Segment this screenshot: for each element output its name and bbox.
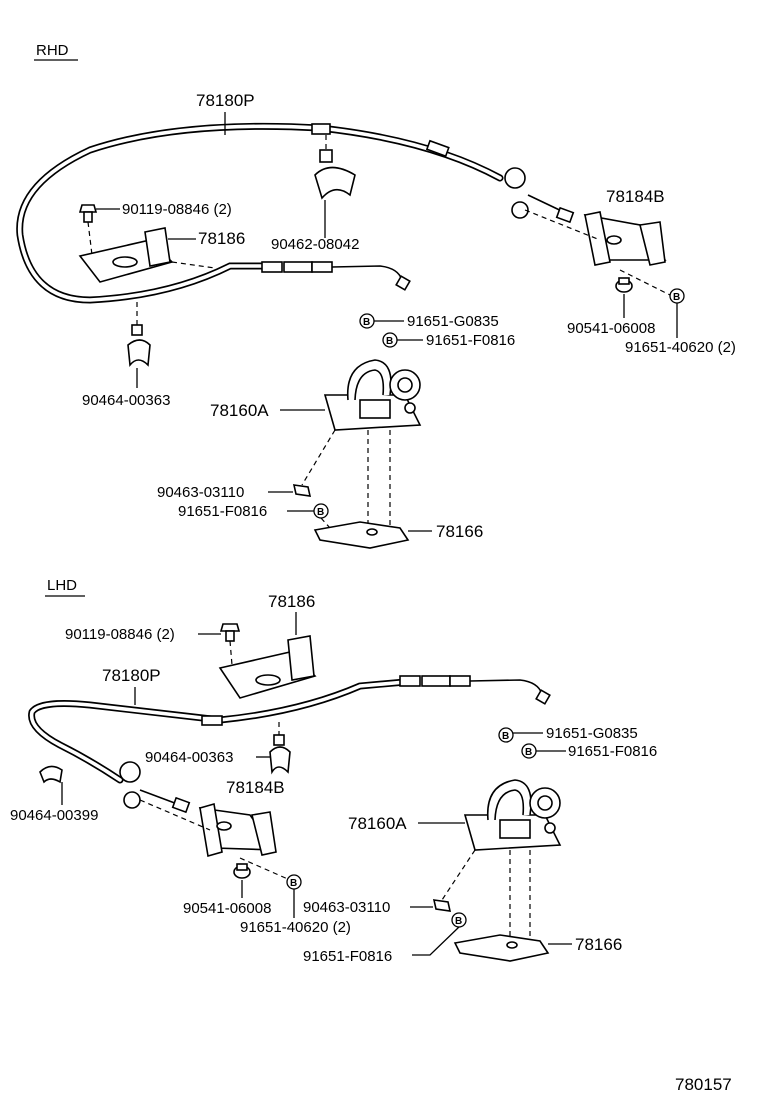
lhd-label-78160a: 78160A <box>348 814 407 833</box>
rhd-cable-end-fitting <box>261 261 283 273</box>
lhd-label-clamp-left: 90464-00399 <box>10 807 98 824</box>
rhd-label-bolt: 90119-08846 (2) <box>122 201 232 218</box>
rhd-label-78160a: 78160A <box>210 401 269 420</box>
rhd-label-bolt-b-top: 91651-G0835 <box>407 313 499 330</box>
rhd-bracket-78186 <box>78 227 174 283</box>
lhd-title: LHD <box>47 577 77 594</box>
svg-text:B: B <box>386 336 393 347</box>
lhd-label-clip: 90463-03110 <box>303 899 390 916</box>
lhd-label-bolt-b-low: 91651-F0816 <box>303 948 392 965</box>
svg-text:B: B <box>502 731 509 742</box>
rhd-plate-78166 <box>313 521 410 549</box>
svg-text:B: B <box>363 317 370 328</box>
lhd-label-nut: 90541-06008 <box>183 900 271 917</box>
lhd-cable-end-fitting <box>399 675 421 687</box>
lhd-cable-sleeve <box>201 715 223 726</box>
svg-text:B: B <box>525 747 532 758</box>
lhd-nut-icon <box>233 863 251 879</box>
lhd-bracket-78184b <box>119 761 277 858</box>
rhd-bracket-78184b <box>504 167 667 266</box>
rhd-b-mark-right: B <box>669 288 685 304</box>
rhd-label-bolt-b-low: 91651-F0816 <box>178 503 267 520</box>
lhd-label-bolt-b-right: 91651-40620 (2) <box>240 919 351 936</box>
lhd-b-mark-right: B <box>286 874 302 890</box>
lhd-clamp <box>269 734 291 775</box>
rhd-clamp-bottom <box>127 324 151 368</box>
rhd-cable-grommet <box>311 123 331 135</box>
rhd-label-clip: 90463-03110 <box>157 484 244 501</box>
rhd-cable-78180p <box>16 122 504 304</box>
rhd-label-78184b: 78184B <box>606 187 665 206</box>
lhd-label-78184b: 78184B <box>226 778 285 797</box>
rhd-label-bolt-b-right: 91651-40620 (2) <box>625 339 736 356</box>
lhd-section: LHD 78186 90119-08846 (2) 781 <box>10 577 657 965</box>
rhd-title: RHD <box>36 42 69 59</box>
lhd-bracket-78186 <box>218 635 317 699</box>
lhd-b-mark-mid: B <box>521 743 537 759</box>
lhd-label-bolt-b-top: 91651-G0835 <box>546 725 638 742</box>
lhd-clamp-left <box>39 765 63 784</box>
rhd-nut-icon <box>615 277 633 293</box>
rhd-b-mark-mid: B <box>382 332 398 348</box>
lhd-bolt-icon <box>219 623 241 642</box>
svg-text:B: B <box>673 292 680 303</box>
figure-id: 780157 <box>675 1075 732 1094</box>
lhd-label-78166: 78166 <box>575 935 622 954</box>
lhd-label-bolt: 90119-08846 (2) <box>65 626 175 643</box>
lhd-pedal-78160a <box>463 779 562 851</box>
lhd-label-78180p: 78180P <box>102 666 161 685</box>
rhd-label-78166: 78166 <box>436 522 483 541</box>
rhd-bolt-icon <box>78 204 98 223</box>
rhd-label-78180p: 78180P <box>196 91 255 110</box>
svg-text:B: B <box>290 878 297 889</box>
lhd-clip-icon <box>432 899 452 912</box>
lhd-label-clamp: 90464-00363 <box>145 749 233 766</box>
lhd-label-78186: 78186 <box>268 592 315 611</box>
rhd-label-clamp-bottom: 90464-00363 <box>82 392 170 409</box>
rhd-clamp-top <box>314 149 356 200</box>
svg-text:B: B <box>317 507 324 518</box>
rhd-label-78186: 78186 <box>198 229 245 248</box>
svg-text:B: B <box>455 916 462 927</box>
rhd-b-mark-low: B <box>313 503 329 519</box>
rhd-pedal-78160a <box>323 359 422 431</box>
lhd-cable-78180p <box>28 675 551 784</box>
rhd-b-mark-top: B <box>359 313 375 329</box>
rhd-label-nut: 90541-06008 <box>567 320 655 337</box>
lhd-b-mark-top: B <box>498 727 514 743</box>
lhd-b-mark-low: B <box>451 912 467 928</box>
rhd-label-bolt-b-mid: 91651-F0816 <box>426 332 515 349</box>
rhd-label-clamp-top: 90462-08042 <box>271 236 359 253</box>
lhd-plate-78166 <box>453 934 550 962</box>
rhd-cable-sleeve <box>425 139 450 158</box>
rhd-section: RHD 78180P 90119-08846 (2) <box>16 42 736 549</box>
rhd-clip-icon <box>292 484 312 497</box>
lhd-label-bolt-b-mid: 91651-F0816 <box>568 743 657 760</box>
